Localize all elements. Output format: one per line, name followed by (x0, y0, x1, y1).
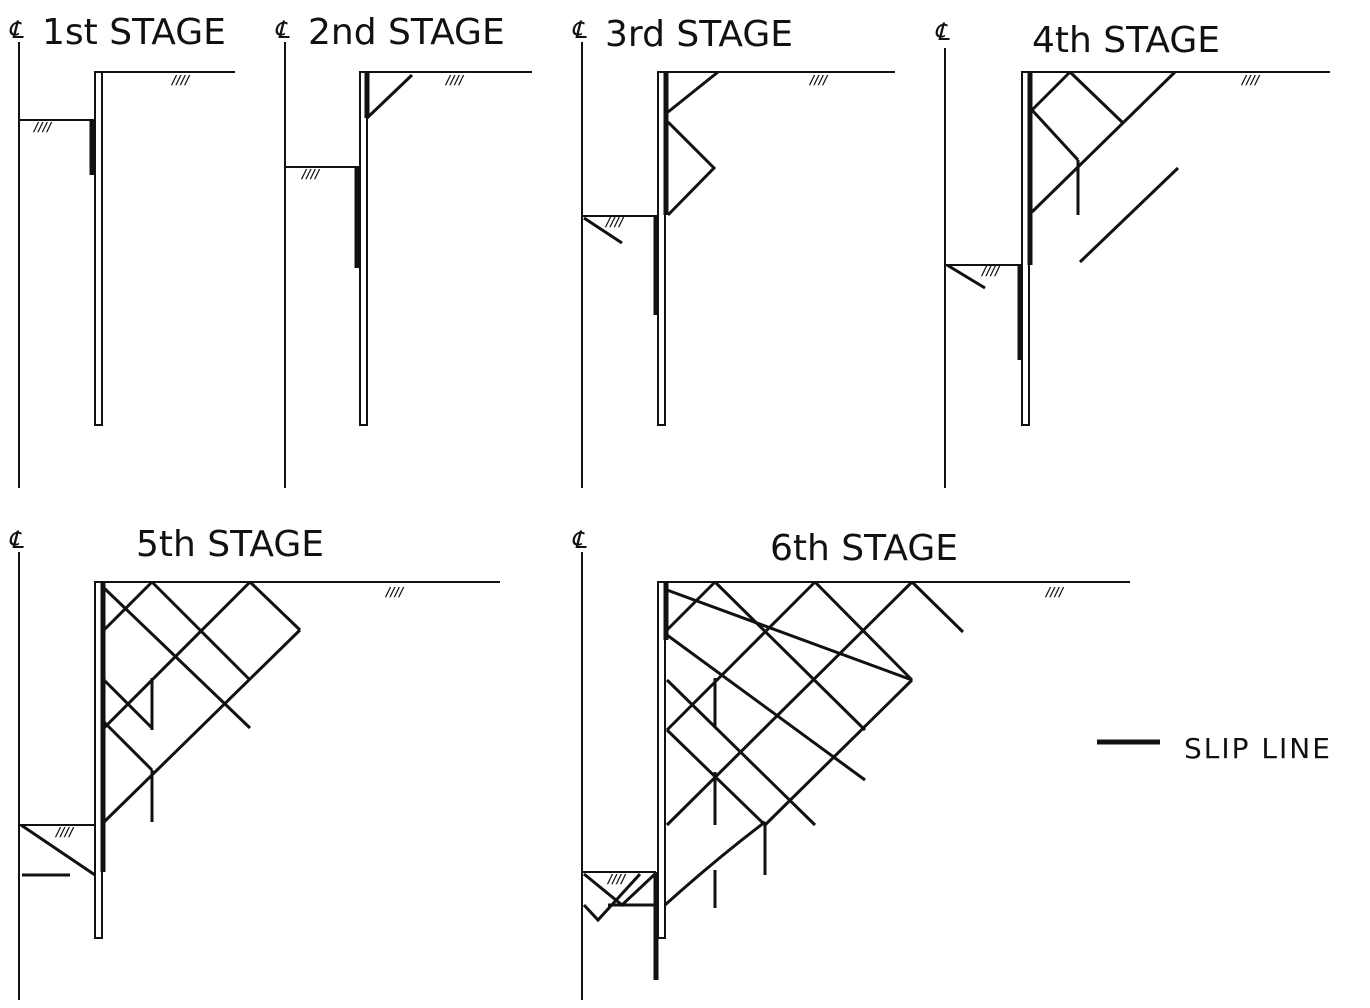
stage-title: 5th STAGE (136, 524, 324, 565)
centerline-symbol: ℄ (8, 16, 24, 44)
retaining-wall (94, 71, 103, 426)
legend: SLIP LINE (1097, 732, 1332, 765)
slip-line (1030, 70, 1072, 112)
ground-hatch: //// (1240, 73, 1261, 87)
stage-title: 1st STAGE (42, 12, 226, 53)
slip-line (946, 263, 986, 290)
ground-hatch: //// (384, 585, 405, 599)
stage-3: ℄ 3rd STAGE //// //// (571, 14, 895, 488)
slip-line (365, 73, 414, 120)
slip-line (1030, 108, 1080, 162)
ground-hatch: //// (170, 73, 191, 87)
excavation-hatch: //// (32, 120, 53, 134)
excavation-hatch: //// (980, 264, 1001, 278)
stage-1: ℄ 1st STAGE //// //// (8, 12, 235, 488)
stage-title: 4th STAGE (1032, 20, 1220, 61)
ground-hatch: //// (808, 73, 829, 87)
slip-line (582, 872, 642, 923)
centerline-symbol: ℄ (274, 16, 290, 44)
excavation-hatch: //// (604, 215, 625, 229)
centerline-symbol: ℄ (934, 18, 950, 46)
stage-6: ℄ 6th STAGE //// //// (571, 526, 1130, 1000)
excavation-hatch: //// (606, 872, 627, 886)
slip-line (1078, 166, 1180, 264)
stage-5: ℄ 5th STAGE //// //// (8, 524, 500, 1000)
centerline-symbol: ℄ (571, 526, 587, 554)
centerline-symbol: ℄ (8, 526, 24, 554)
slip-line (667, 70, 719, 114)
legend-label: SLIP LINE (1184, 732, 1332, 765)
stage-title: 6th STAGE (770, 528, 958, 569)
retaining-wall (657, 581, 666, 939)
stage-2: ℄ 2nd STAGE //// //// (274, 12, 532, 488)
stage-title: 3rd STAGE (605, 14, 793, 55)
slip-line (1068, 70, 1124, 124)
slip-line-grid (102, 580, 302, 824)
ground-hatch: //// (444, 73, 465, 87)
slip-line (20, 823, 96, 877)
ground-hatch: //// (1044, 585, 1065, 599)
retaining-wall (359, 71, 368, 426)
excavation-hatch: //// (300, 167, 321, 181)
slip-line-grid (663, 580, 965, 908)
centerline-symbol: ℄ (571, 16, 587, 44)
excavation-hatch: //// (54, 825, 75, 839)
slip-line (583, 216, 623, 245)
stage-title: 2nd STAGE (308, 12, 505, 53)
slip-line (1030, 70, 1177, 214)
slip-line (666, 120, 717, 217)
stage-4: ℄ 4th STAGE //// //// (934, 18, 1330, 488)
